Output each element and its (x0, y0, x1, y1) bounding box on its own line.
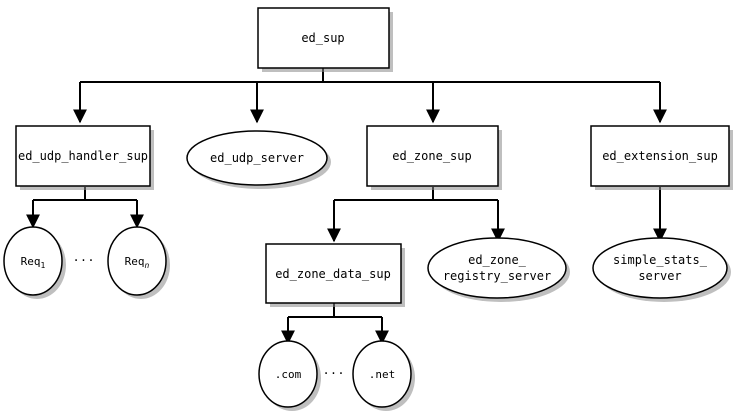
node-ed-zone-sup: ed_zone_sup (366, 125, 502, 190)
node-label: .com (275, 368, 302, 381)
node-ed-zone-data-sup: ed_zone_data_sup (265, 243, 405, 307)
node-label: ed_extension_sup (602, 149, 718, 163)
req-base: Req (21, 255, 41, 268)
node-label: Reqn (125, 255, 150, 270)
node-dot-com: .com (258, 340, 321, 411)
node-label-line1: ed_zone_ (468, 253, 527, 267)
node-label: Req1 (21, 255, 46, 270)
edges (26, 68, 667, 345)
node-req-first: Req1 (3, 226, 66, 299)
node-req-last: Reqn (107, 226, 170, 299)
node-ed-zone-registry-server: ed_zone_ registry_server (427, 237, 570, 302)
node-label: ed_udp_server (210, 151, 304, 165)
req-subscript: n (145, 261, 150, 270)
ellipsis-requests: ··· (74, 253, 96, 269)
node-label-line2: registry_server (443, 269, 551, 283)
node-label: ed_zone_sup (392, 149, 471, 163)
node-label: ed_sup (301, 31, 344, 45)
node-simple-stats-server: simple_stats_ server (592, 237, 731, 302)
req-base: Req (125, 255, 145, 268)
node-label: ed_zone_data_sup (275, 267, 391, 281)
req-subscript: 1 (41, 261, 46, 270)
node-dot-net: .net (352, 340, 415, 411)
node-label-line1: simple_stats_ (613, 253, 708, 267)
node-ed-udp-handler-sup: ed_udp_handler_sup (15, 125, 154, 190)
node-label: ed_udp_handler_sup (18, 149, 148, 163)
ellipsis-zones: ··· (324, 366, 346, 382)
node-label-line2: server (638, 269, 681, 283)
node-ed-sup: ed_sup (257, 7, 393, 72)
node-ed-udp-server: ed_udp_server (186, 130, 331, 189)
node-label: .net (369, 368, 396, 381)
node-ed-extension-sup: ed_extension_sup (590, 125, 733, 190)
